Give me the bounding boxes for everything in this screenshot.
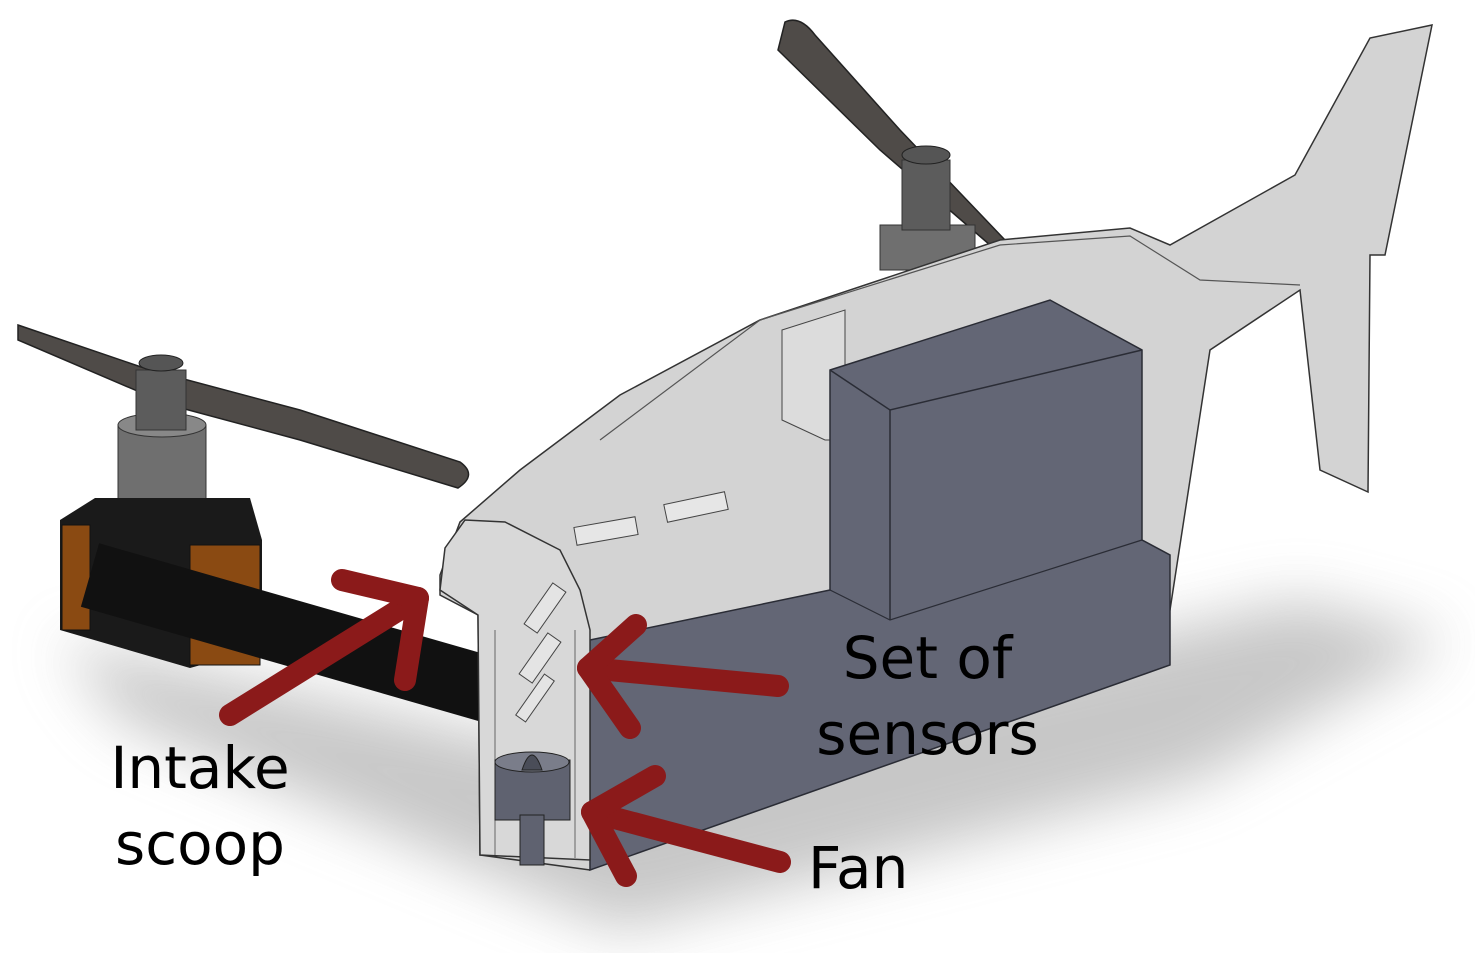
- sensors-arrow: [577, 614, 789, 739]
- sensors-label-line2: sensors: [816, 700, 1039, 768]
- right-propeller: [777, 19, 1007, 246]
- intake-label-line2: scoop: [115, 810, 285, 878]
- fan: [494, 751, 571, 866]
- intake-label-line1: Intake: [110, 734, 290, 802]
- sensor-box: [589, 299, 1171, 872]
- fan-label: Fan: [808, 834, 909, 902]
- fan-arrow: [581, 765, 791, 887]
- intake-arrow: [219, 569, 429, 726]
- arm-tube: [80, 543, 500, 722]
- sensors-label-line1: Set of: [842, 624, 1013, 692]
- sensors-label: Set of sensors: [805, 620, 1050, 772]
- left-propeller: [17, 323, 470, 489]
- intake-scoop-label: Intake scoop: [95, 730, 305, 882]
